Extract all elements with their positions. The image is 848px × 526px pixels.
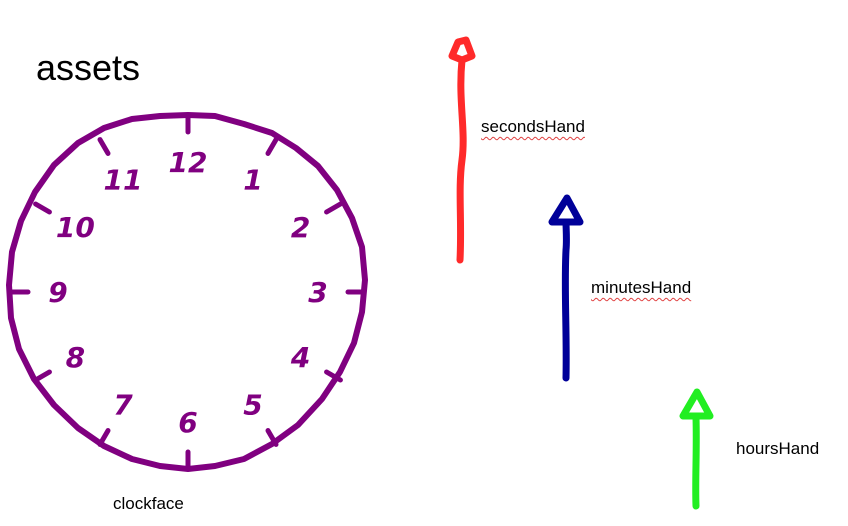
clock-tick xyxy=(265,137,279,156)
hours-hand-arrow xyxy=(679,388,714,510)
clockface-drawing: 12 12 3 45 6 78 9 10 11 xyxy=(6,112,368,472)
clock-numeral: 2 xyxy=(291,211,310,244)
clock-numeral: 6 xyxy=(178,406,197,439)
clock-numeral: 10 xyxy=(56,211,95,244)
clock-numeral: 1 xyxy=(243,163,262,196)
hours-hand-label: hoursHand xyxy=(736,439,820,458)
hours-hand-drawing xyxy=(679,388,714,510)
clock-tick xyxy=(97,428,111,447)
clock-numeral: 5 xyxy=(243,389,262,422)
clock-numeral: 3 xyxy=(308,276,327,309)
clock-numeral: 12 xyxy=(169,146,208,179)
clock-tick xyxy=(97,137,111,156)
seconds-hand-arrow xyxy=(448,36,476,264)
clock-numeral: 4 xyxy=(290,341,310,374)
clock-numeral: 8 xyxy=(66,341,85,374)
clock-numeral: 9 xyxy=(48,276,67,309)
minutes-hand-label: minutesHand xyxy=(591,278,692,297)
page-title: assets xyxy=(36,47,141,88)
clock-numeral: 7 xyxy=(113,389,133,422)
seconds-hand-drawing xyxy=(448,36,476,264)
clock-numeral: 11 xyxy=(104,163,143,196)
minutes-hand-drawing xyxy=(548,194,584,382)
clock-tick xyxy=(33,369,52,383)
clock-tick xyxy=(324,369,343,383)
clock-tick xyxy=(324,201,343,215)
clock-tick xyxy=(265,428,279,447)
clockface-label: clockface xyxy=(113,494,184,513)
minutes-hand-arrow xyxy=(548,194,584,382)
seconds-hand-label: secondsHand xyxy=(481,117,585,136)
clock-tick xyxy=(33,201,52,215)
